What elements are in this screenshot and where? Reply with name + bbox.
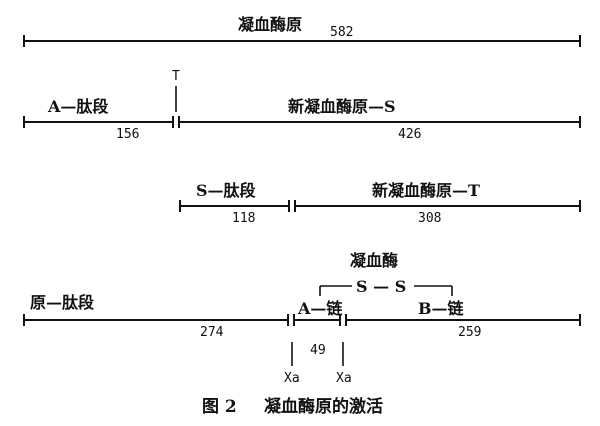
new-prothrombin-s-label: 新凝血酶原—S [288,97,396,116]
figure-caption: 图 2 凝血酶原的激活 [202,396,383,417]
b-chain-value: 259 [458,325,481,340]
row-cleavage-s: S—肽段 118 新凝血酶原—T 308 [179,181,581,226]
xa-marker-right: Xa [336,371,352,386]
xa-marker-left: Xa [284,371,300,386]
row-cleavage-t: T A—肽段 156 新凝血酶原—S 426 [23,69,581,142]
s-peptide-value: 118 [232,211,255,226]
disulfide-label: S — S [356,277,406,296]
a-chain-label: A—链 [297,299,343,318]
new-prothrombin-s-value: 426 [398,127,421,142]
row-thrombin: 凝血酶 S — S 原—肽段 274 A—链 49 B—链 259 Xa Xa [23,251,581,386]
thrombin-label: 凝血酶 [350,251,398,270]
prothrombin-value: 582 [330,25,353,40]
prothrombin-label: 凝血酶原 [238,15,302,34]
pro-peptide-label: 原—肽段 [30,293,95,312]
b-chain-label: B—链 [418,299,465,318]
s-peptide-label: S—肽段 [196,181,257,200]
cleavage-marker-t: T [172,69,180,84]
a-peptide-label: A—肽段 [47,97,109,116]
caption-text: 凝血酶原的激活 [264,396,383,417]
new-prothrombin-t-label: 新凝血酶原—T [372,181,480,200]
pro-peptide-value: 274 [200,325,224,340]
caption-figure-number: 图 2 [202,397,237,417]
new-prothrombin-t-value: 308 [418,211,441,226]
a-peptide-value: 156 [116,127,139,142]
row-prothrombin: 凝血酶原 582 [23,15,581,47]
a-chain-value: 49 [310,343,326,358]
